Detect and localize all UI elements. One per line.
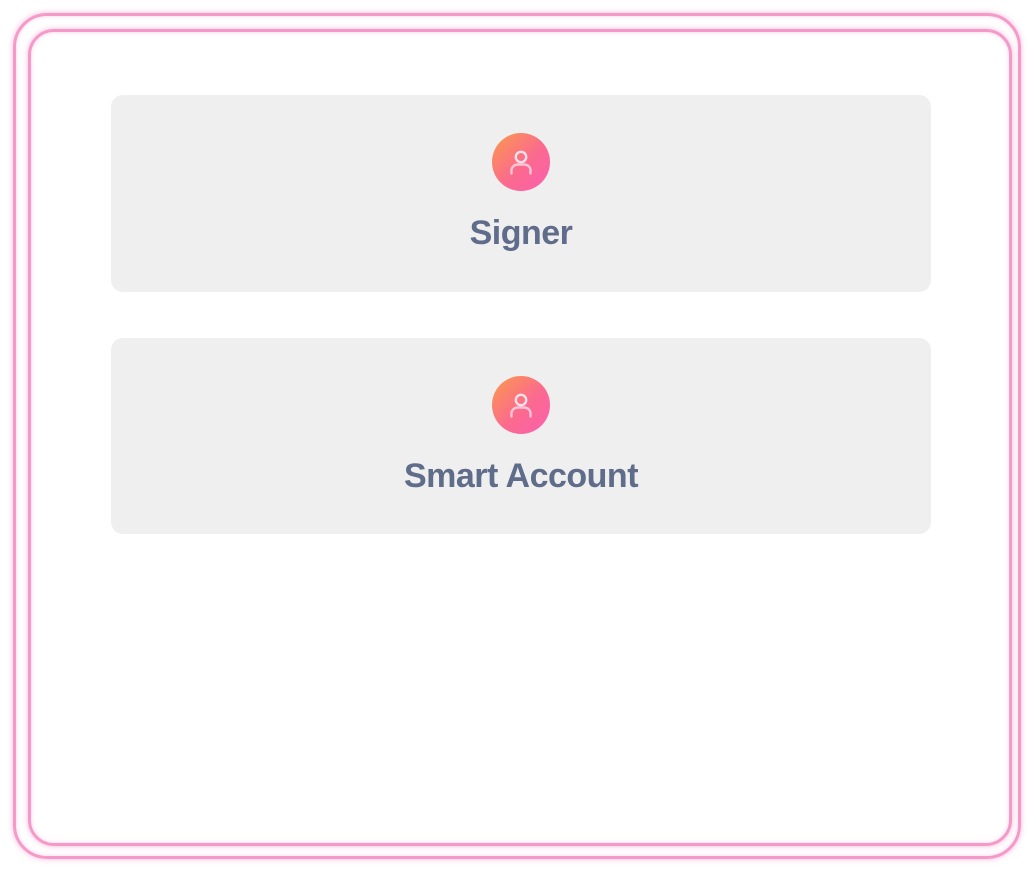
smart-account-option-card[interactable]: Smart Account bbox=[111, 338, 931, 534]
user-icon bbox=[492, 133, 550, 191]
smart-account-option-label: Smart Account bbox=[403, 457, 639, 495]
outer-glow-frame bbox=[13, 13, 1021, 859]
signer-option-card[interactable]: Signer bbox=[111, 95, 931, 292]
user-icon bbox=[492, 376, 550, 434]
signer-option-label: Signer bbox=[469, 214, 573, 252]
